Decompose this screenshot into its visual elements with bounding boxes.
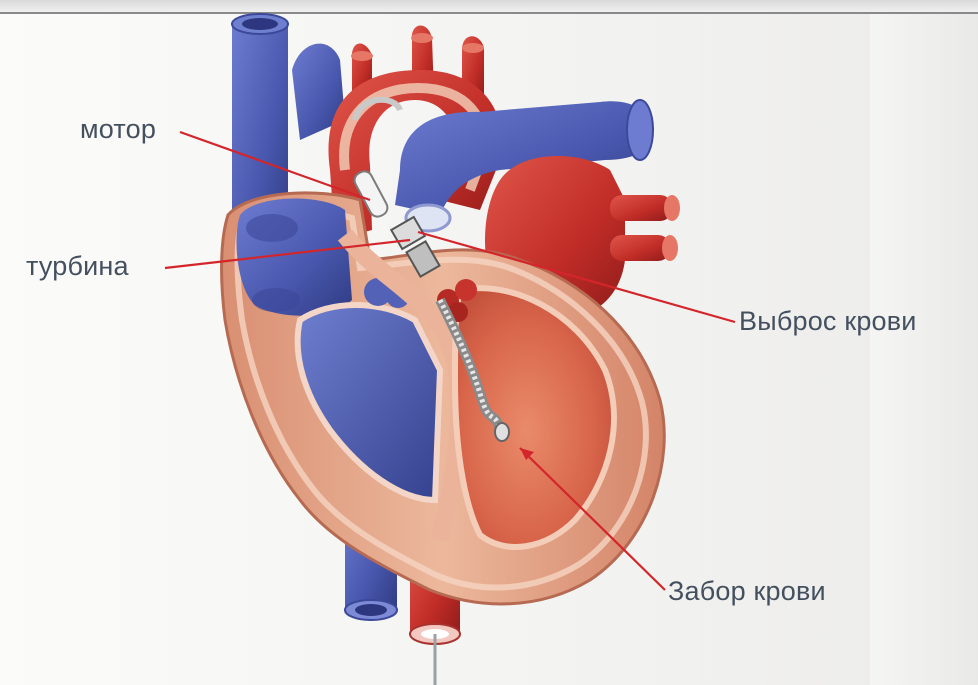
label-motor: мотор	[80, 116, 156, 143]
label-turbine: турбина	[26, 253, 129, 280]
label-outflow: Выброс крови	[739, 308, 917, 335]
label-inflow: Забор крови	[668, 578, 826, 605]
